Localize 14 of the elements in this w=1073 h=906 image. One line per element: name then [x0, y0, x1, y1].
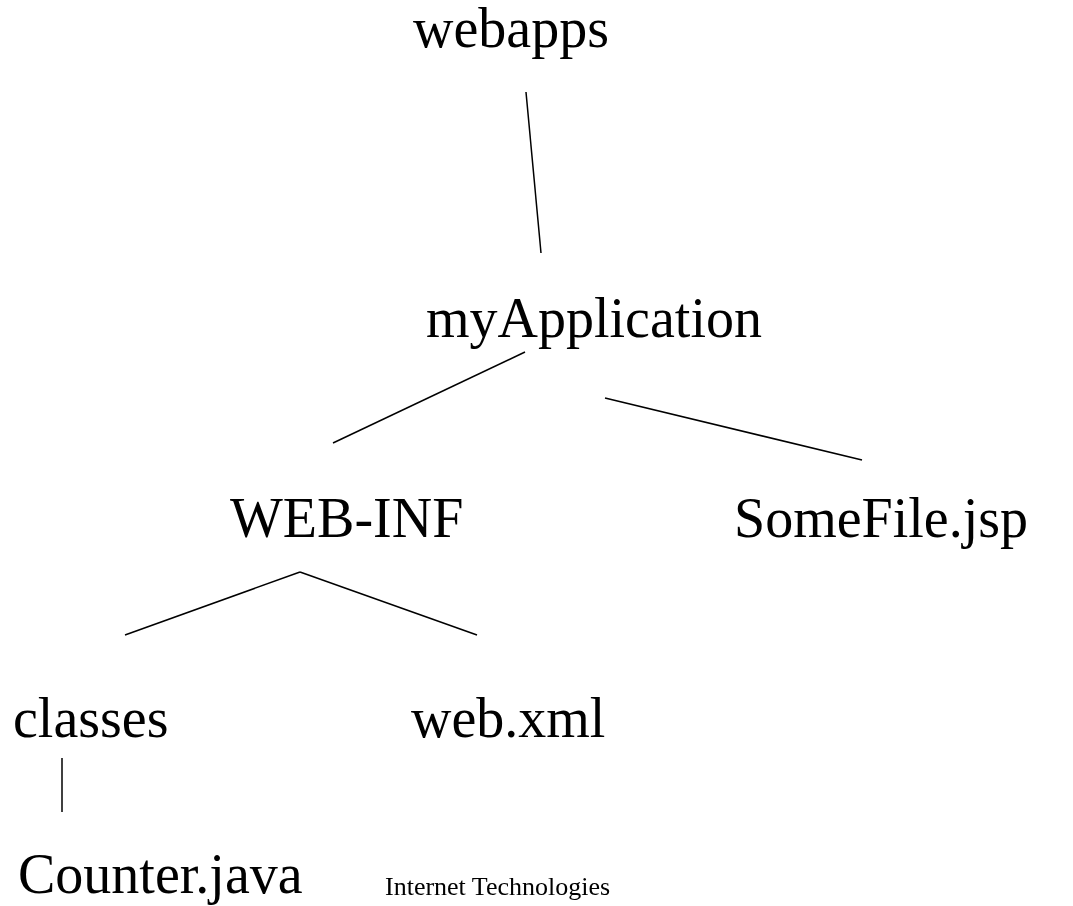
- tree-connector-line: [124, 571, 301, 636]
- tree-node-label: Counter.java: [18, 842, 303, 906]
- tree-connector-line: [61, 757, 63, 813]
- footer-text: Internet Technologies: [385, 872, 611, 902]
- tree-connector-line: [299, 571, 478, 636]
- tree-connector-line: [525, 91, 542, 254]
- tree-node-label: web.xml: [411, 686, 606, 750]
- tree-connector-line: [604, 397, 863, 461]
- tree-node-label: classes: [13, 686, 169, 750]
- tree-node-label: WEB-INF: [230, 486, 464, 550]
- tree-connector-line: [332, 351, 526, 444]
- tree-node-label: webapps: [413, 0, 609, 60]
- tree-node-label: myApplication: [426, 286, 762, 350]
- tree-node-label: SomeFile.jsp: [734, 486, 1029, 550]
